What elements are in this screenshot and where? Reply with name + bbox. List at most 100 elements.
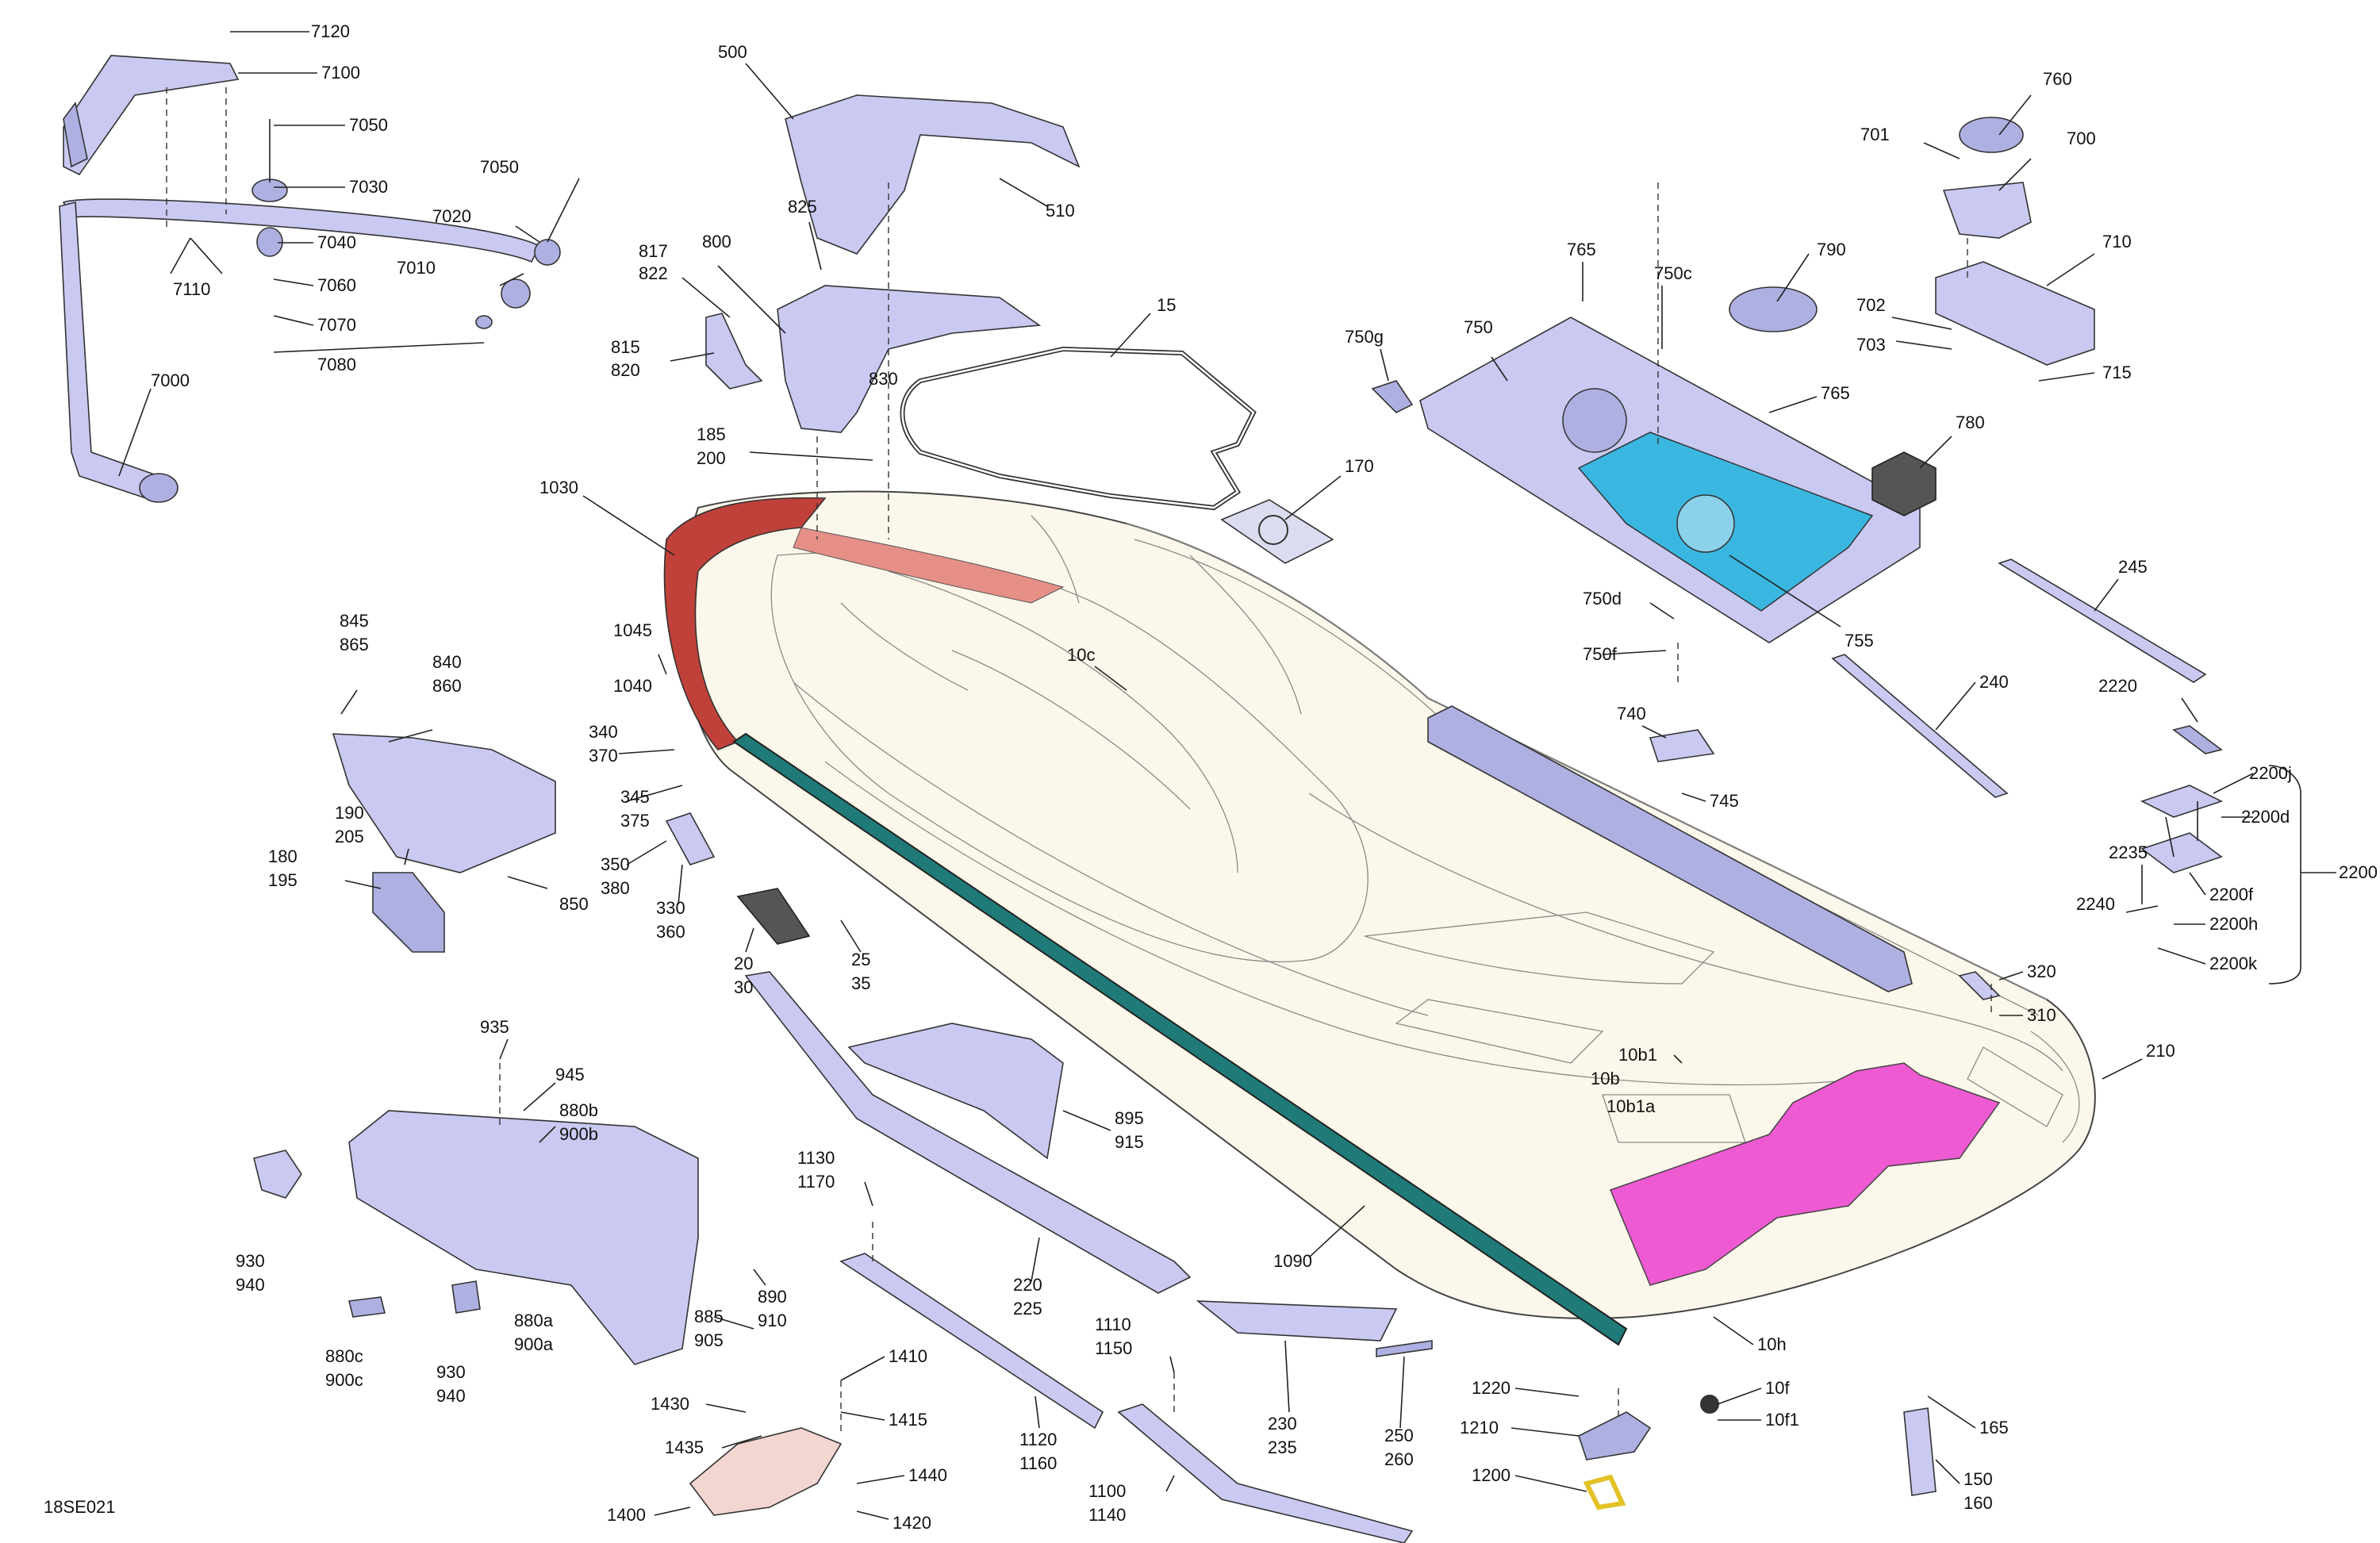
label-210: 210 [2146, 1041, 2175, 1061]
label-765: 765 [1567, 240, 1596, 259]
label-1415: 1415 [889, 1410, 927, 1430]
plate-150 [1903, 1407, 1937, 1496]
label-320: 320 [2027, 961, 2056, 981]
label-10b: 10b [1591, 1069, 1620, 1088]
label-260: 260 [1384, 1449, 1414, 1469]
strip-245 [1998, 558, 2207, 683]
label-780: 780 [1956, 413, 1985, 432]
label-760: 760 [2043, 69, 2072, 89]
label-35: 35 [851, 973, 870, 993]
label-2220: 2220 [2098, 676, 2137, 696]
label-25: 25 [851, 950, 870, 969]
label-930: 930 [236, 1251, 265, 1271]
grab-handle-assembly [59, 55, 580, 503]
label-310: 310 [2027, 1005, 2056, 1025]
front-bumper-1030 [663, 497, 827, 750]
label-820: 820 [611, 360, 640, 380]
label-1110: 1110 [1095, 1315, 1131, 1334]
label-1220: 1220 [1472, 1378, 1511, 1398]
label-750d: 750d [1583, 589, 1622, 608]
label-1435: 1435 [665, 1437, 704, 1457]
label-500: 500 [718, 42, 747, 62]
label-2240: 2240 [2076, 894, 2115, 914]
label-250: 250 [1384, 1426, 1414, 1445]
part-180 [372, 872, 445, 953]
fastener-10f [1700, 1395, 1719, 1414]
gasket-1200 [1583, 1474, 1626, 1510]
label-195: 195 [268, 870, 298, 890]
part-330 [665, 812, 716, 866]
label-7020: 7020 [432, 206, 471, 226]
label-765: 765 [1821, 383, 1850, 403]
label-817: 817 [639, 241, 668, 261]
label-180: 180 [268, 846, 298, 866]
label-890: 890 [758, 1287, 787, 1307]
label-755: 755 [1844, 631, 1874, 651]
part-20 [736, 888, 811, 945]
label-750f: 750f [1583, 644, 1618, 664]
label-1210: 1210 [1460, 1418, 1499, 1437]
label-850: 850 [559, 894, 589, 914]
alignment-lines [166, 87, 1992, 1436]
hull-assembly [681, 490, 2096, 1319]
strip-880c [348, 1296, 386, 1318]
bar-1120 [839, 1253, 1104, 1430]
label-900b: 900b [559, 1124, 598, 1144]
label-7060: 7060 [317, 275, 356, 295]
label-710: 710 [2102, 232, 2132, 251]
label-235: 235 [1268, 1437, 1297, 1457]
label-1040: 1040 [613, 676, 652, 696]
label-840: 840 [432, 652, 462, 672]
label-880a: 880a [514, 1311, 554, 1330]
label-702: 702 [1856, 295, 1886, 315]
label-2200: 2200 [2339, 862, 2378, 882]
label-750c: 750c [1654, 263, 1692, 283]
label-910: 910 [758, 1311, 787, 1330]
label-7030: 7030 [349, 177, 388, 197]
boarding-ladder-2200 [2140, 725, 2224, 873]
label-10h: 10h [1757, 1334, 1787, 1354]
panel-895 [847, 1023, 1064, 1160]
label-245: 245 [2118, 557, 2148, 577]
label-510: 510 [1046, 201, 1075, 221]
label-360: 360 [656, 922, 685, 942]
label-230: 230 [1268, 1414, 1297, 1434]
label-703: 703 [1856, 335, 1886, 355]
strip-220 [744, 971, 1192, 1294]
platform-mat-210 [1610, 1062, 2001, 1286]
label-700: 700 [2067, 129, 2096, 148]
leader-lines [118, 31, 2336, 1520]
label-1100: 1100 [1088, 1481, 1126, 1501]
label-1130: 1130 [797, 1148, 835, 1168]
label-750: 750 [1464, 317, 1493, 337]
cap-790 [1729, 286, 1818, 332]
label-7050: 7050 [480, 157, 519, 177]
bracket-1400 [689, 1427, 843, 1516]
figure-code: 18SE021 [44, 1497, 116, 1517]
label-1420: 1420 [892, 1513, 931, 1533]
label-1440: 1440 [908, 1465, 947, 1485]
label-7010: 7010 [397, 258, 436, 278]
label-2200d: 2200d [2241, 807, 2290, 827]
label-20: 20 [734, 954, 753, 973]
label-885: 885 [694, 1307, 724, 1326]
label-7100: 7100 [321, 63, 360, 83]
strip-240 [1831, 654, 2009, 798]
label-900c: 900c [325, 1370, 363, 1390]
label-10f1: 10f1 [1765, 1410, 1799, 1430]
label-200: 200 [697, 448, 726, 468]
label-1170: 1170 [797, 1172, 835, 1192]
label-905: 905 [694, 1330, 724, 1350]
label-865: 865 [340, 635, 369, 654]
label-750g: 750g [1345, 327, 1384, 347]
label-745: 745 [1710, 791, 1739, 811]
panel-880a [348, 1110, 699, 1365]
label-205: 205 [335, 827, 364, 846]
cap-760 [1959, 117, 2024, 153]
label-2200h: 2200h [2209, 914, 2258, 934]
label-1090: 1090 [1273, 1251, 1312, 1271]
label-165: 165 [1979, 1418, 2009, 1437]
plate-320 [1958, 971, 2001, 1000]
label-185: 185 [697, 424, 726, 444]
label-701: 701 [1860, 125, 1890, 144]
